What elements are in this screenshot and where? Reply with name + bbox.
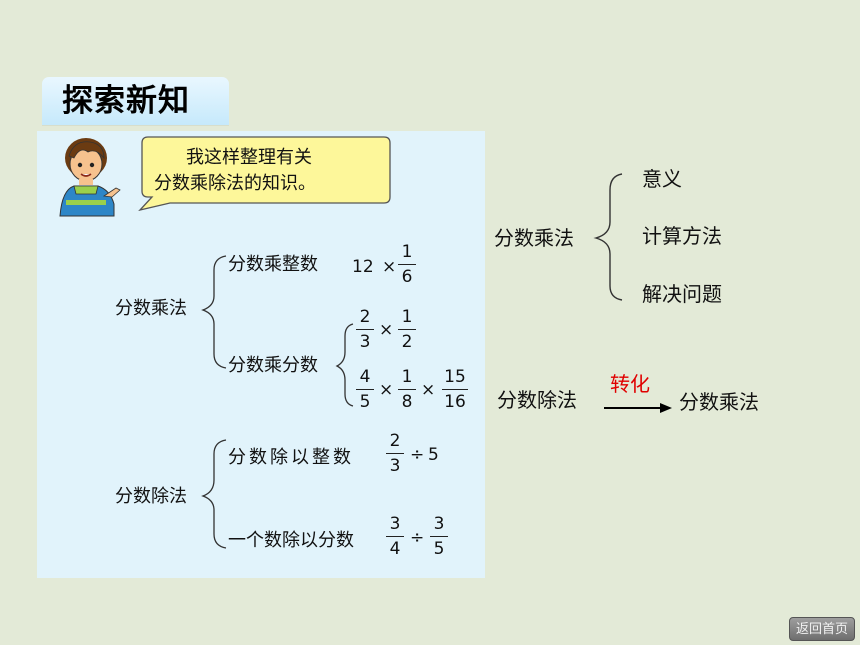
div-frac-op: ÷ [410, 528, 425, 548]
page-title: 探索新知 [62, 83, 190, 119]
home-button[interactable]: 返回首页 [789, 617, 855, 641]
left-mult-label: 分数乘法 [115, 298, 187, 319]
mult-int-whole: 12 [352, 257, 374, 277]
right-item-method: 计算方法 [642, 224, 722, 248]
div-int-op: ÷ [410, 445, 425, 465]
div-int-whole: 5 [428, 445, 439, 465]
right-root-label: 分数乘法 [494, 226, 574, 250]
conversion-to: 分数乘法 [679, 390, 759, 414]
boy-illustration [59, 138, 121, 217]
bubble-text-line1: 我这样整理有关 [186, 147, 312, 168]
title-tab [42, 77, 229, 125]
right-item-problem: 解决问题 [642, 282, 722, 306]
mult-int-op: × [382, 257, 397, 277]
mult-by-integer-label: 分数乘整数 [228, 254, 318, 275]
conversion-from: 分数除法 [497, 388, 577, 412]
right-item-meaning: 意义 [642, 167, 682, 191]
conversion-arrow-label: 转化 [610, 372, 650, 396]
speech-bubble [138, 136, 391, 211]
left-div-label: 分数除法 [115, 486, 187, 507]
bubble-text-line2: 分数乘除法的知识。 [154, 173, 316, 194]
arrow-head-icon [660, 403, 672, 413]
mult-frac-op3: × [421, 380, 436, 400]
mult-frac-op1: × [379, 320, 394, 340]
div-by-integer-label: 分数除以整数 [228, 447, 354, 468]
mult-by-fraction-label: 分数乘分数 [228, 355, 318, 376]
div-by-fraction-label: 一个数除以分数 [228, 530, 354, 551]
mult-frac-op2: × [379, 380, 394, 400]
